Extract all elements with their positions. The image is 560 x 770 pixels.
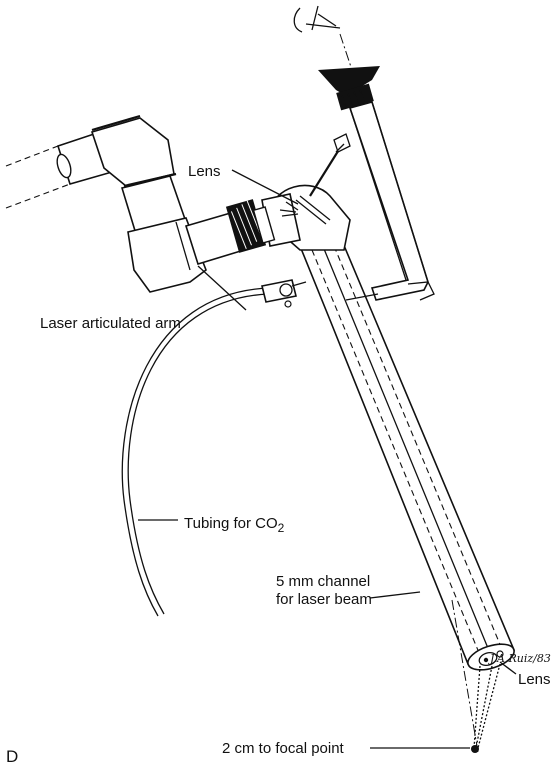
label-laser-arm: Laser articulated arm [40,315,181,332]
scope-shaft [298,235,516,671]
leader-channel [369,591,421,599]
laser-beam-convergence [451,599,501,753]
eyepiece [318,66,380,111]
leader-laser-arm [197,265,247,311]
label-focal-point: 2 cm to focal point [222,740,345,757]
focal-point-dot [471,745,479,753]
label-lens-bottom: Lens [518,671,551,688]
viewing-tube [348,101,435,301]
panel-letter: D [6,747,18,765]
laser-articulated-arm [5,114,276,293]
eye-icon [293,5,353,71]
label-channel-line2: for laser beam [276,591,372,608]
leader-lines [138,169,517,749]
co2-tubing [121,279,307,617]
label-tubing: Tubing for CO2 [184,515,285,535]
artist-signature: J.A.Ruiz/83 [488,652,551,665]
leader-lens-bottom [499,661,517,675]
label-lens-top: Lens [188,163,221,180]
label-channel-line1: 5 mm channel [276,573,370,590]
